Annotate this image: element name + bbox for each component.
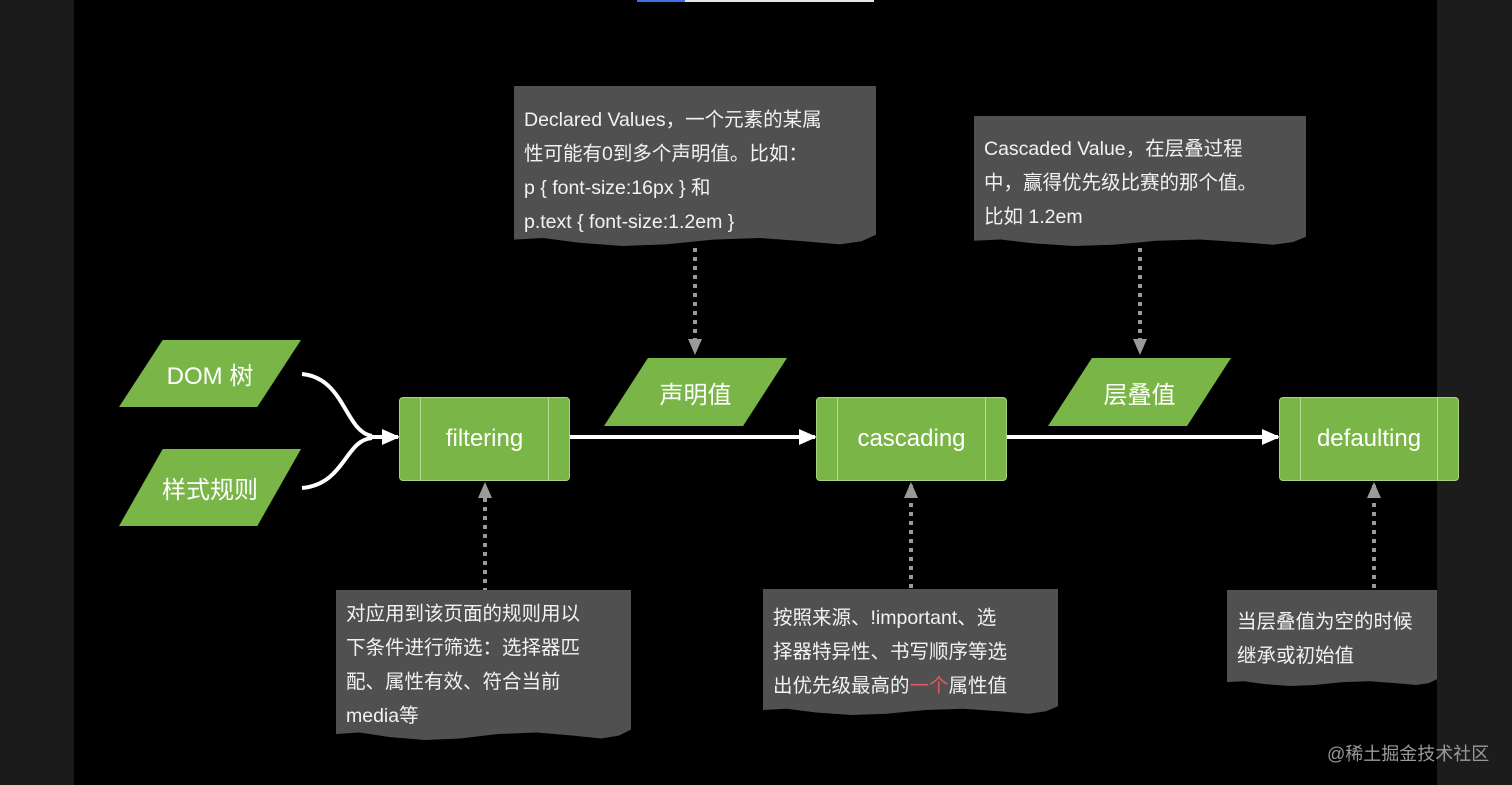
node-declared-value-label: 声明值 [659, 381, 732, 409]
note-cascading: 按照来源、!important、选 择器特异性、书写顺序等选 出优先级最高的一个… [763, 589, 1058, 715]
note-declared-values: Declared Values，一个元素的某属 性可能有0到多个声明值。比如： … [514, 86, 876, 246]
node-style-rules-label: 样式规则 [162, 477, 258, 504]
note-filtering-line-1: 对应用到该页面的规则用以 [346, 603, 581, 625]
note-declared-line-4: p.text { font-size:1.2em } [524, 211, 735, 233]
right-letterbox [1437, 0, 1512, 785]
node-cascading-label: cascading [857, 425, 966, 452]
note-cascading-highlight: 一个 [909, 675, 949, 697]
node-defaulting-label: defaulting [1316, 425, 1422, 452]
node-cascaded-value-label: 层叠值 [1103, 381, 1176, 409]
note-cascaded-value: Cascaded Value，在层叠过程 中，赢得优先级比赛的那个值。 比如 1… [974, 116, 1306, 246]
note-filtering-line-2: 下条件进行筛选：选择器匹 [346, 637, 581, 659]
note-filtering: 对应用到该页面的规则用以 下条件进行筛选：选择器匹 配、属性有效、符合当前 me… [336, 590, 631, 740]
note-cascaded-line-3: 比如 1.2em [984, 206, 1083, 228]
note-defaulting: 当层叠值为空的时候 继承或初始值 [1227, 590, 1437, 686]
top-progress-track [637, 0, 874, 2]
node-dom-tree-label: DOM 树 [166, 363, 254, 390]
note-cascaded-line-1: Cascaded Value，在层叠过程 [984, 138, 1243, 160]
note-cascading-line-3-post: 属性值 [948, 675, 1008, 697]
note-defaulting-line-2: 继承或初始值 [1237, 645, 1355, 667]
note-cascading-line-3: 出优先级最高的一个属性值 [773, 669, 1048, 703]
top-progress-fill [637, 0, 685, 2]
note-filtering-line-4: media等 [346, 705, 419, 727]
edge-dom-to-filtering [301, 372, 373, 438]
note-declared-line-2: 性可能有0到多个声明值。比如： [524, 143, 808, 165]
note-declared-line-1: Declared Values，一个元素的某属 [524, 109, 822, 131]
left-letterbox [0, 0, 74, 785]
watermark: @稀土掘金技术社区 [1327, 744, 1490, 764]
node-filtering: filtering [399, 397, 570, 481]
note-filtering-line-3: 配、属性有效、符合当前 [346, 671, 561, 693]
node-filtering-label: filtering [445, 425, 524, 452]
note-declared-line-3: p { font-size:16px } 和 [524, 177, 711, 199]
note-defaulting-line-1: 当层叠值为空的时候 [1237, 611, 1413, 633]
edge-style-to-filtering [301, 436, 373, 490]
note-cascading-line-1: 按照来源、!important、选 [773, 607, 997, 629]
node-defaulting: defaulting [1279, 397, 1459, 481]
note-cascading-line-3-pre: 出优先级最高的 [773, 675, 910, 697]
note-cascading-line-2: 择器特异性、书写顺序等选 [773, 641, 1008, 663]
node-cascading: cascading [816, 397, 1007, 481]
note-cascaded-line-2: 中，赢得优先级比赛的那个值。 [984, 172, 1258, 194]
